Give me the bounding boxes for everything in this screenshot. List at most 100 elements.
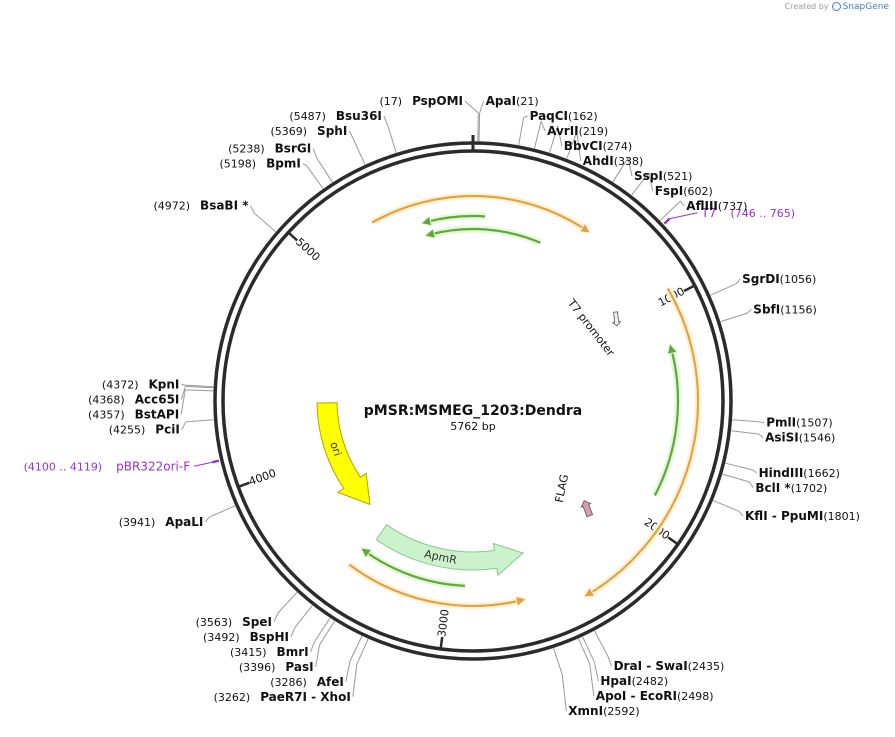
feature-arrow-halo: [651, 348, 682, 498]
site-apali: (3941) ApaLI: [119, 515, 204, 529]
site-name: BstAPI: [135, 408, 180, 422]
site-leader: [349, 635, 363, 662]
site-asisi: AsiSI(1546): [765, 431, 835, 445]
site-leader-bend: [273, 612, 279, 623]
site-name: SgrDI: [742, 272, 780, 286]
site-leader: [534, 121, 542, 149]
site-position: (4357): [88, 409, 125, 422]
site-label: BbvCI(274): [564, 139, 632, 153]
site-paqci: PaqCI(162): [530, 109, 598, 123]
primer-pbr322ori: (4100 .. 4119)pBR322ori-F: [24, 459, 220, 473]
site-kpni: (4372)KpnI: [102, 378, 179, 392]
site-label: (4255)PciI: [109, 423, 180, 437]
site-apoi-ecori: ApoI - EcoRI(2498): [596, 689, 714, 703]
site-leader-bend: [383, 115, 389, 127]
site-label: AsiSI(1546): [765, 431, 835, 445]
site-ahdi: AhdI(338): [583, 154, 643, 168]
site-leader-bend: [290, 627, 296, 637]
site-leader: [725, 462, 753, 471]
site-leader: [710, 283, 737, 296]
site-leader-bend: [345, 661, 351, 682]
site-leader-bend: [205, 516, 210, 523]
primer-name: pBR322ori-F: [116, 459, 190, 473]
feature-ori-body: [316, 402, 371, 506]
site-afliii: AflIII(737): [686, 199, 747, 213]
site-label: (3286)AfeI: [270, 675, 344, 689]
site-position: (4372): [102, 379, 139, 392]
site-afei: (3286)AfeI: [270, 675, 344, 689]
site-position: (2498): [677, 690, 714, 703]
site-leader: [185, 389, 214, 392]
site-leader-bend: [561, 674, 567, 712]
site-paer7i-xhoi: (3262)PaeR7I - XhoI: [214, 690, 351, 704]
site-label: (3396)PasI: [239, 660, 314, 674]
site-drai-swai: DraI - SwaI(2435): [614, 659, 725, 673]
site-position: (1507): [796, 417, 833, 430]
site-leader-bend: [523, 115, 528, 118]
site-name: DraI - SwaI: [614, 659, 688, 673]
t7-promoter-label: T7 promoter: [564, 296, 617, 359]
site-bmri: (3415)BmrI: [230, 645, 309, 659]
site-position: (162): [568, 110, 598, 123]
site-position: (3563): [196, 616, 233, 629]
ruler-tick: [667, 536, 680, 546]
site-leader: [314, 617, 331, 642]
plasmid-backbone: [213, 141, 733, 661]
site-name: SphI: [317, 124, 347, 138]
site-leader-bend: [310, 641, 316, 652]
site-label: XmnI(2592): [568, 704, 639, 718]
site-kfli-ppumi: KflI - PpuMI(1801): [745, 509, 860, 523]
site-leader: [631, 172, 650, 196]
site-leader: [185, 419, 214, 423]
site-leader-bend: [312, 148, 318, 159]
site-position: (5369): [270, 125, 307, 138]
site-position: (5487): [289, 110, 326, 123]
site-name: BsaBI *: [200, 199, 249, 213]
site-position: (1056): [780, 273, 817, 286]
flag-label: FLAG: [553, 473, 571, 504]
site-name: BspHI: [250, 630, 289, 644]
site-sgrdi: SgrDI(1056): [742, 272, 816, 286]
site-spei: (3563) SpeI: [196, 615, 272, 629]
site-label: AvrII(219): [547, 124, 608, 138]
site-position: (3941): [119, 516, 156, 529]
site-name: FspI: [655, 184, 683, 198]
site-leader: [578, 638, 591, 665]
feature-arrow-head: [419, 215, 433, 227]
site-bbvci: BbvCI(274): [564, 139, 632, 153]
site-leader-bend: [735, 278, 741, 285]
site-name: SspI: [634, 169, 663, 183]
site-name: ApaLI: [165, 515, 203, 529]
site-name: AsiSI: [765, 431, 799, 445]
site-name: SbfI: [753, 302, 780, 316]
site-position: (274): [603, 140, 633, 153]
site-leader-bend: [348, 130, 354, 140]
site-position: (1156): [780, 303, 817, 316]
site-label: AflIII(737): [686, 199, 747, 213]
primer-range: (746 .. 765): [730, 207, 795, 220]
snapgene-logo-icon: [831, 2, 841, 11]
site-bsrgi: (5238)BsrGI: [228, 142, 311, 156]
site-position: (2482): [632, 675, 669, 688]
site-position: (3396): [239, 661, 276, 674]
feature-arrow-shaft: [348, 563, 521, 608]
feature-arrow-head: [359, 547, 373, 559]
feature-ampR: ApmR: [375, 524, 524, 577]
feature-flag: FLAG: [553, 473, 594, 518]
site-name: SpeI: [242, 615, 272, 629]
site-position: (338): [614, 155, 644, 168]
site-leader-bend: [250, 205, 255, 214]
site-position: (1702): [791, 482, 828, 495]
primer-leader: [669, 212, 698, 220]
site-name: PciI: [155, 423, 180, 437]
feature-arrow-shaft: [653, 349, 680, 497]
site-name: AfeI: [317, 675, 344, 689]
site-leader: [185, 385, 214, 389]
feature-arrow-head: [423, 227, 436, 239]
site-leader-bend: [589, 664, 595, 697]
site-labels: ApaI(21)PaqCI(162)AvrII(219)BbvCI(274)Ah…: [88, 94, 860, 718]
site-leader: [518, 117, 525, 146]
t7-promoter-glyph: [611, 311, 622, 327]
site-pmli: PmlI(1507): [766, 416, 832, 430]
